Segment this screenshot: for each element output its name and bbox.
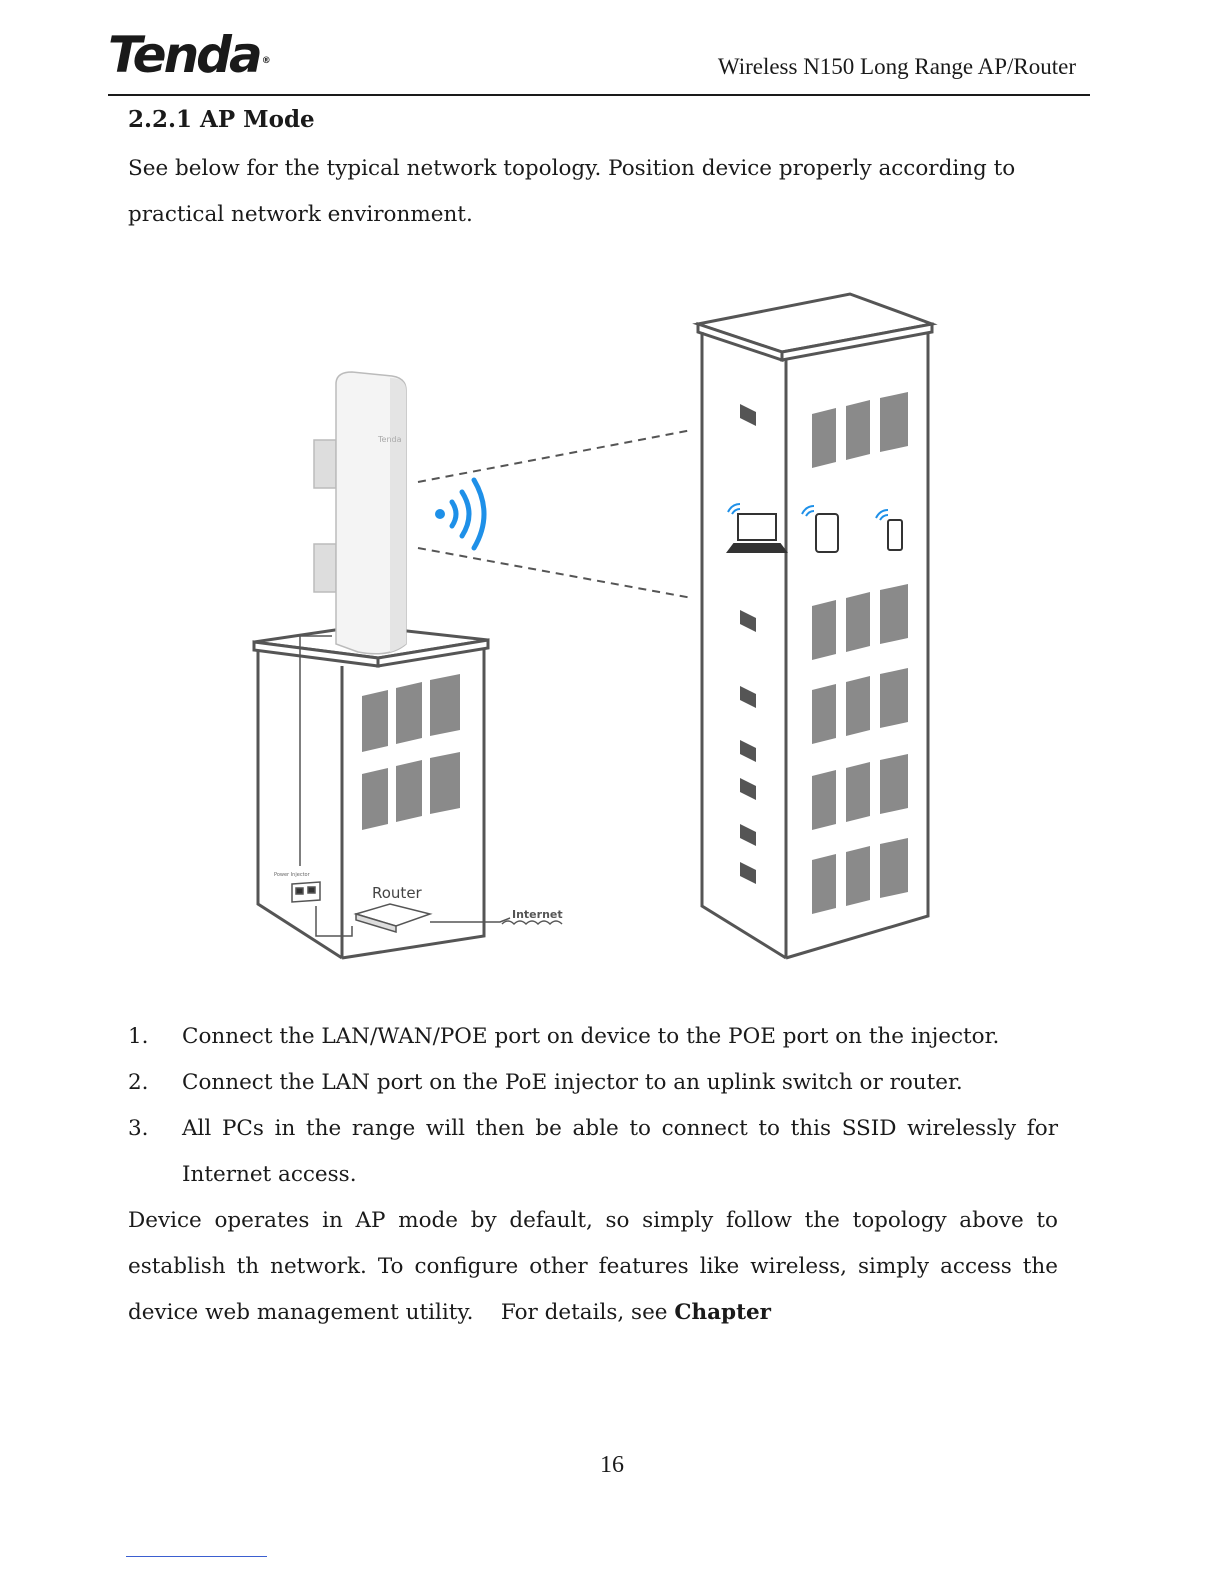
footnote-rule — [126, 1556, 267, 1557]
outro-paragraph: Device operates in AP mode by default, s… — [128, 1198, 1058, 1336]
left-building-windows — [362, 674, 460, 830]
page-number: 16 — [600, 1452, 624, 1478]
step-text: Connect the LAN port on the PoE injector… — [182, 1070, 963, 1095]
step-number: 3. — [128, 1116, 149, 1141]
list-item: 2. Connect the LAN port on the PoE inject… — [128, 1060, 1058, 1106]
step-text: Connect the LAN/WAN/POE port on device t… — [182, 1024, 1000, 1049]
ap-mode-topology-diagram: Tenda Power Injector Router Internet — [252, 292, 938, 960]
tablet-icon — [801, 505, 839, 553]
logo-text: Tenda — [108, 26, 263, 84]
list-item: 1. Connect the LAN/WAN/POE port on device… — [128, 1014, 1058, 1060]
section-title: 2.2.1 AP Mode — [128, 106, 315, 133]
phone-icon — [875, 509, 903, 551]
step-number: 2. — [128, 1070, 149, 1095]
outro-text: Device operates in AP mode by default, s… — [128, 1208, 1058, 1325]
step-number: 1. — [128, 1024, 149, 1049]
header-title: Wireless N150 Long Range AP/Router — [717, 54, 1076, 79]
header-rule — [108, 94, 1090, 96]
right-building-side-windows — [740, 404, 756, 884]
intro-paragraph: See below for the typical network topolo… — [128, 156, 1016, 227]
signal-beam — [417, 429, 693, 599]
right-building — [692, 292, 938, 960]
router-label: Router — [372, 884, 423, 902]
cable — [299, 635, 511, 937]
list-item: 3. All PCs in the range will then be able… — [128, 1106, 1058, 1198]
wifi-signal-icon — [435, 477, 487, 551]
tenda-logo: Tenda® — [108, 30, 308, 80]
internet-label: Internet — [512, 908, 563, 921]
right-building-windows — [812, 392, 908, 914]
logo-registered-mark: ® — [261, 56, 271, 66]
setup-steps: 1. Connect the LAN/WAN/POE port on device… — [128, 1014, 1058, 1198]
poe-injector: Power Injector — [274, 872, 321, 903]
laptop-icon — [726, 503, 788, 553]
device-brand-text: Tenda — [377, 435, 402, 444]
step-text: All PCs in the range will then be able t… — [182, 1116, 1058, 1187]
outdoor-ap-device: Tenda — [313, 371, 407, 655]
router: Router — [353, 884, 433, 934]
chapter-reference: Chapter — [674, 1300, 772, 1325]
internet-cloud: Internet — [501, 908, 563, 926]
injector-label: Power Injector — [274, 872, 311, 878]
